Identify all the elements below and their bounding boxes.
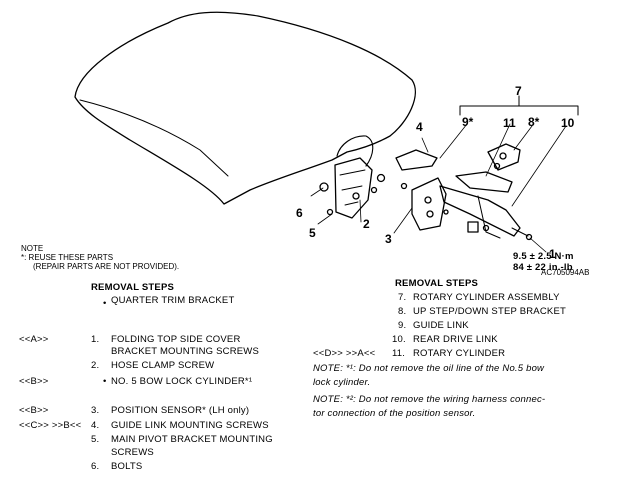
screw xyxy=(443,209,449,215)
callout-9: 9* xyxy=(462,115,474,129)
guide-link xyxy=(395,149,438,171)
bolt xyxy=(352,192,360,200)
up-down-step-bracket xyxy=(487,143,521,171)
step-text: SCREWS xyxy=(111,447,154,458)
rear-drive-link xyxy=(439,185,521,237)
note-oil-line-cont: lock cylinder. xyxy=(313,377,371,388)
torque-nm: 9.5 ± 2.5 N·m xyxy=(513,251,574,262)
step-text: REAR DRIVE LINK xyxy=(413,334,498,345)
bolt xyxy=(370,186,378,194)
step-text: NO. 5 BOW LOCK CYLINDER*¹ xyxy=(111,376,253,387)
note-oil-line: NOTE: *¹: Do not remove the oil line of … xyxy=(313,363,545,374)
step-text: FOLDING TOP SIDE COVER xyxy=(111,334,241,345)
step-number: 2. xyxy=(91,360,100,371)
step-ref: <<A>> xyxy=(19,334,49,345)
callout-7: 7 xyxy=(515,84,522,98)
step-ref: <<B>> xyxy=(19,405,49,416)
step-number: 7. xyxy=(398,292,407,303)
callout-8: 8* xyxy=(528,115,540,129)
position-sensor xyxy=(467,221,479,233)
step-number: 9. xyxy=(398,320,407,331)
callout-5: 5 xyxy=(309,226,316,240)
callout-11: 11 xyxy=(503,116,516,130)
screw xyxy=(326,208,334,216)
step-number: • xyxy=(103,298,107,309)
main-pivot-bracket xyxy=(334,157,373,219)
step-ref: <<B>> xyxy=(19,376,49,387)
figure-code: AC705094AB xyxy=(541,268,590,277)
step-number: 6. xyxy=(91,461,100,472)
screw xyxy=(400,182,408,190)
step-number: 1. xyxy=(91,334,100,345)
folding-top-rear-edge xyxy=(336,135,374,167)
bolt xyxy=(319,182,329,192)
step-text: ROTARY CYLINDER ASSEMBLY xyxy=(413,292,560,303)
callout-3: 3 xyxy=(385,232,392,246)
step-ref: <<C>> >>B<< xyxy=(19,420,82,431)
step-text: POSITION SENSOR* (LH only) xyxy=(111,405,250,416)
folding-top-front-edge xyxy=(79,99,229,177)
step-text: GUIDE LINK xyxy=(413,320,469,331)
callout-6: 6 xyxy=(296,206,303,220)
note-wiring-harness-cont: tor connection of the position sensor. xyxy=(313,408,476,419)
step-text: GUIDE LINK MOUNTING SCREWS xyxy=(111,420,269,431)
step-number: 10. xyxy=(392,334,406,345)
callout-1: 1 xyxy=(549,247,556,261)
step-text: MAIN PIVOT BRACKET MOUNTING xyxy=(111,434,273,445)
callout-2: 2 xyxy=(363,217,370,231)
step-text: ROTARY CYLINDER xyxy=(413,348,506,359)
step-text: HOSE CLAMP SCREW xyxy=(111,360,215,371)
note-line-1: *: REUSE THESE PARTS xyxy=(21,253,114,262)
step-text: QUARTER TRIM BRACKET xyxy=(111,295,235,306)
torque-inlb: 84 ± 22 in.-lb xyxy=(513,262,573,273)
step-number: 4. xyxy=(91,420,100,431)
step-number: 5. xyxy=(91,434,100,445)
left-steps-heading: REMOVAL STEPS xyxy=(91,282,175,293)
convertible-top-diagram xyxy=(74,11,579,253)
bolt xyxy=(376,173,386,183)
folding-top-outline xyxy=(74,11,416,205)
screw xyxy=(525,233,533,241)
step-text: UP STEP/DOWN STEP BRACKET xyxy=(413,306,566,317)
step-number: 8. xyxy=(398,306,407,317)
note-line-2: (REPAIR PARTS ARE NOT PROVIDED). xyxy=(33,262,180,271)
step-number: 11. xyxy=(392,348,406,359)
callout-4: 4 xyxy=(416,120,423,134)
right-steps-heading: REMOVAL STEPS xyxy=(395,278,479,289)
step-ref: <<D>> >>A<< xyxy=(313,348,376,359)
rotary-cylinder-bracket xyxy=(411,177,447,231)
note-title: NOTE xyxy=(21,244,44,253)
step-text: BRACKET MOUNTING SCREWS xyxy=(111,346,259,357)
step-text: BOLTS xyxy=(111,461,143,472)
step-number: • xyxy=(103,376,107,387)
group-bracket-7 xyxy=(459,105,579,116)
step-number: 3. xyxy=(91,405,100,416)
callout-10: 10 xyxy=(561,116,575,130)
rotary-cylinder xyxy=(455,171,513,193)
note-wiring-harness: NOTE: *²: Do not remove the wiring harne… xyxy=(313,394,546,405)
